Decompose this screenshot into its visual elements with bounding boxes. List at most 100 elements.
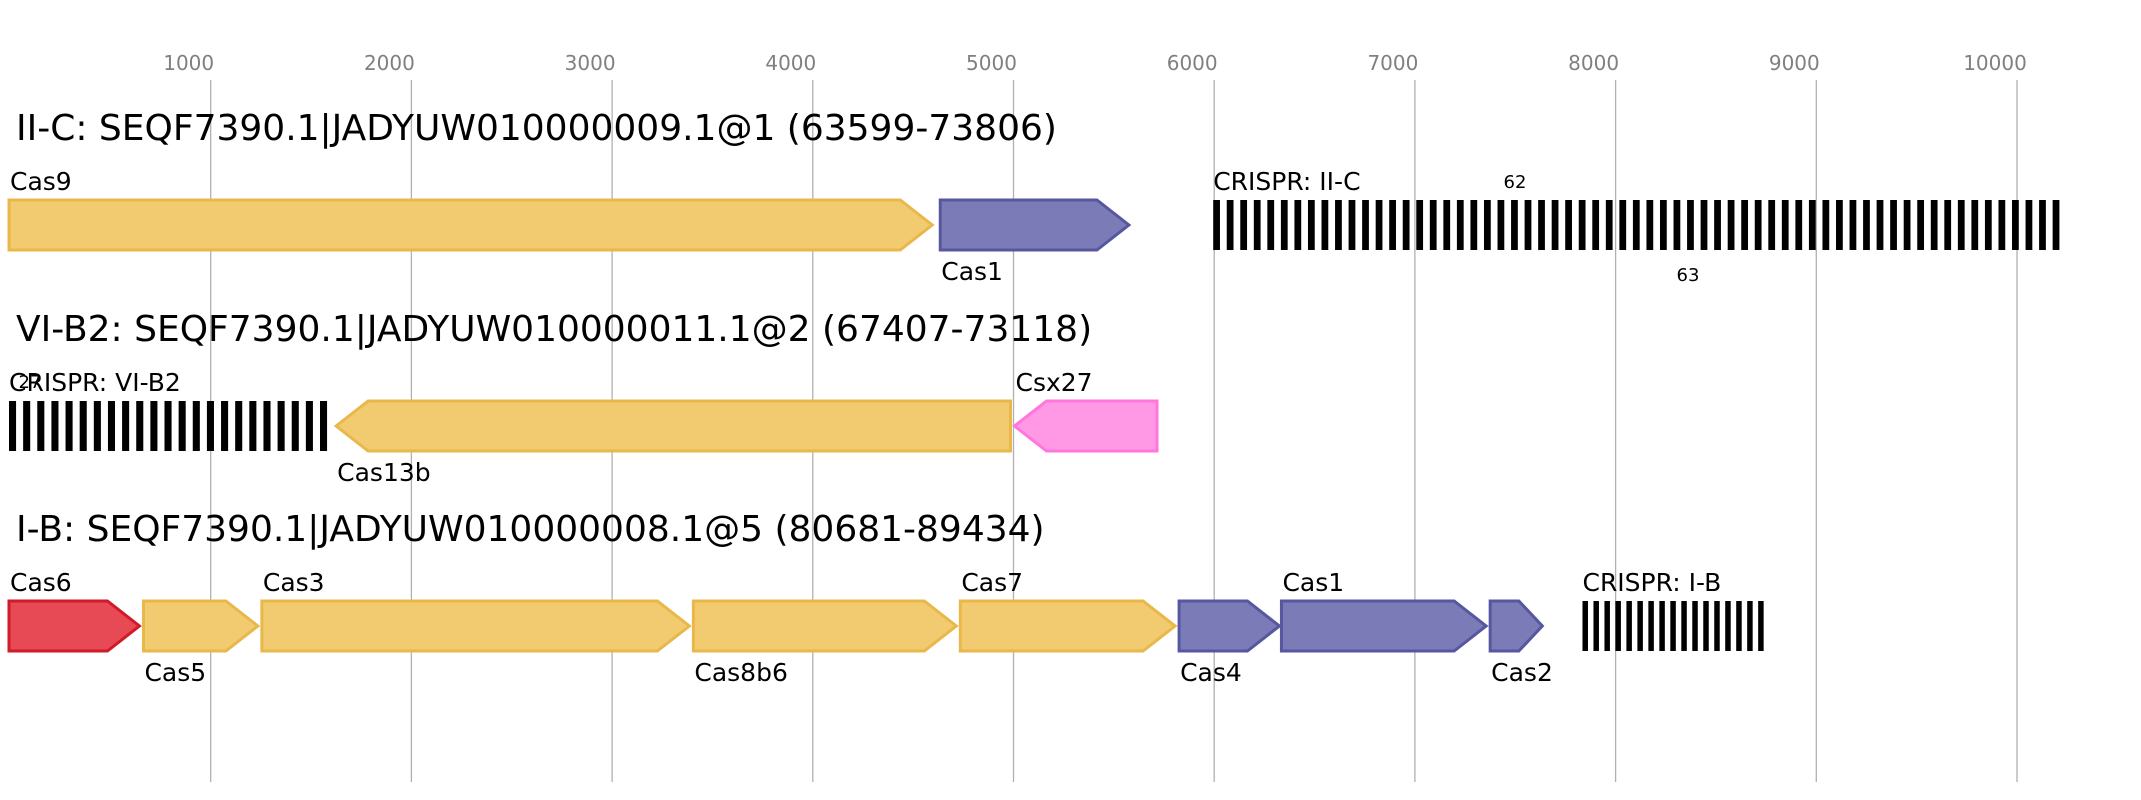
crispr-repeat bbox=[192, 401, 200, 451]
crispr-repeat bbox=[1822, 200, 1830, 250]
crispr-repeat bbox=[1483, 200, 1491, 250]
crispr-repeat bbox=[1348, 200, 1356, 250]
crispr-repeat bbox=[1890, 200, 1897, 250]
crispr-repeat bbox=[1335, 200, 1342, 250]
locus-row: I-B: SEQF7390.1|JADYUW010000008.1@5 (806… bbox=[7, 509, 1764, 687]
crispr-repeat bbox=[2052, 200, 2060, 250]
crispr-repeat bbox=[1226, 200, 1234, 250]
crispr-repeat bbox=[178, 401, 186, 451]
crispr-repeat bbox=[1917, 200, 1925, 250]
crispr-repeat bbox=[1321, 200, 1329, 250]
crispr-repeat bbox=[65, 401, 73, 451]
gene-label: Cas1 bbox=[941, 257, 1003, 286]
crispr-repeat bbox=[164, 401, 172, 451]
crispr-repeat bbox=[1632, 200, 1640, 250]
crispr-repeat bbox=[1267, 200, 1275, 250]
crispr-repeat bbox=[1768, 200, 1776, 250]
crispr-label: CRISPR: VI-B2 bbox=[9, 368, 181, 397]
crispr-repeat bbox=[277, 401, 285, 451]
crispr-repeat bbox=[1747, 601, 1753, 651]
gene-label: Cas3 bbox=[263, 568, 325, 597]
crispr-repeat bbox=[150, 401, 158, 451]
crispr-repeat bbox=[1930, 200, 1938, 250]
crispr-repeat bbox=[1736, 601, 1742, 651]
crispr-repeat bbox=[1808, 200, 1816, 250]
crispr-repeat bbox=[9, 401, 17, 451]
crispr-repeat bbox=[1971, 200, 1979, 250]
crispr-repeat bbox=[1998, 200, 2006, 250]
crispr-repeat bbox=[249, 401, 257, 451]
crispr-repeat bbox=[2025, 200, 2033, 250]
gene-arrow-cas9 bbox=[7, 198, 935, 252]
crispr-repeat bbox=[1758, 601, 1764, 651]
spacer-count-label: 63 bbox=[1677, 265, 1700, 286]
locus-title: I-B: SEQF7390.1|JADYUW010000008.1@5 (806… bbox=[16, 509, 1045, 550]
crispr-repeat bbox=[1646, 200, 1654, 250]
crispr-repeat bbox=[1429, 200, 1437, 250]
crispr-repeat bbox=[1637, 601, 1643, 651]
crispr-repeat bbox=[1781, 200, 1789, 250]
crispr-repeat bbox=[1375, 200, 1383, 250]
gene-arrow-cas3 bbox=[260, 599, 692, 653]
tick-label: 10000 bbox=[1963, 51, 2027, 75]
gene-label: Cas9 bbox=[10, 167, 72, 196]
crispr-repeat bbox=[1619, 200, 1627, 250]
crispr-repeat bbox=[1443, 200, 1451, 250]
gene-label: Cas2 bbox=[1491, 658, 1553, 687]
crispr-repeat bbox=[1280, 200, 1288, 250]
crispr-repeat bbox=[1307, 200, 1315, 250]
crispr-repeat bbox=[1626, 601, 1632, 651]
gene-label: Cas13b bbox=[337, 458, 430, 487]
crispr-repeat bbox=[1795, 200, 1803, 250]
gene-arrow-csx27 bbox=[1012, 399, 1159, 453]
crispr-repeat bbox=[1470, 200, 1478, 250]
gene-arrow-cas13b bbox=[333, 399, 1012, 453]
gene-label: Csx27 bbox=[1016, 368, 1093, 397]
crispr-repeat bbox=[1727, 200, 1735, 250]
crispr-repeat bbox=[1497, 200, 1505, 250]
crispr-label: CRISPR: II-C bbox=[1213, 167, 1360, 196]
crispr-repeat bbox=[1416, 200, 1424, 250]
crispr-repeat bbox=[1700, 200, 1708, 250]
crispr-repeat bbox=[305, 401, 313, 451]
gridlines bbox=[210, 80, 2018, 782]
crispr-repeat bbox=[1849, 200, 1857, 250]
crispr-repeat bbox=[1362, 200, 1369, 250]
crispr-label: CRISPR: I-B bbox=[1582, 568, 1721, 597]
gene-arrow-cas5 bbox=[141, 599, 261, 653]
crispr-repeat bbox=[1876, 200, 1884, 250]
crispr-repeat bbox=[1957, 200, 1965, 250]
crispr-repeat bbox=[1538, 200, 1545, 250]
gene-arrow-cas6 bbox=[7, 599, 142, 653]
crispr-repeat bbox=[1725, 601, 1731, 651]
gene-arrow-cas1 bbox=[1279, 599, 1489, 653]
crispr-repeat bbox=[1402, 200, 1410, 250]
crispr-repeat bbox=[51, 401, 59, 451]
crispr-repeat bbox=[37, 401, 45, 451]
tick-label: 1000 bbox=[163, 51, 214, 75]
crispr-repeat bbox=[1593, 601, 1599, 651]
locus-title: VI-B2: SEQF7390.1|JADYUW010000011.1@2 (6… bbox=[16, 309, 1092, 350]
crispr-repeat bbox=[1456, 200, 1464, 250]
crispr-repeat bbox=[1714, 200, 1721, 250]
tick-label: 3000 bbox=[565, 51, 616, 75]
crispr-repeat bbox=[221, 401, 229, 451]
crispr-repeat bbox=[1524, 200, 1532, 250]
crispr-repeat bbox=[1592, 200, 1600, 250]
gene-arrow-cas8b6 bbox=[691, 599, 959, 653]
crispr-repeat bbox=[235, 401, 243, 451]
crispr-repeat bbox=[1903, 200, 1911, 250]
crispr-repeat bbox=[291, 401, 299, 451]
tick-label: 8000 bbox=[1568, 51, 1619, 75]
tick-label: 2000 bbox=[364, 51, 415, 75]
gene-label: Cas8b6 bbox=[694, 658, 787, 687]
crispr-repeat bbox=[1648, 601, 1654, 651]
crispr-repeat bbox=[1659, 200, 1667, 250]
crispr-repeat bbox=[1213, 200, 1220, 250]
spacer-count-label: 27 bbox=[19, 372, 42, 393]
crispr-repeat bbox=[1604, 601, 1610, 651]
